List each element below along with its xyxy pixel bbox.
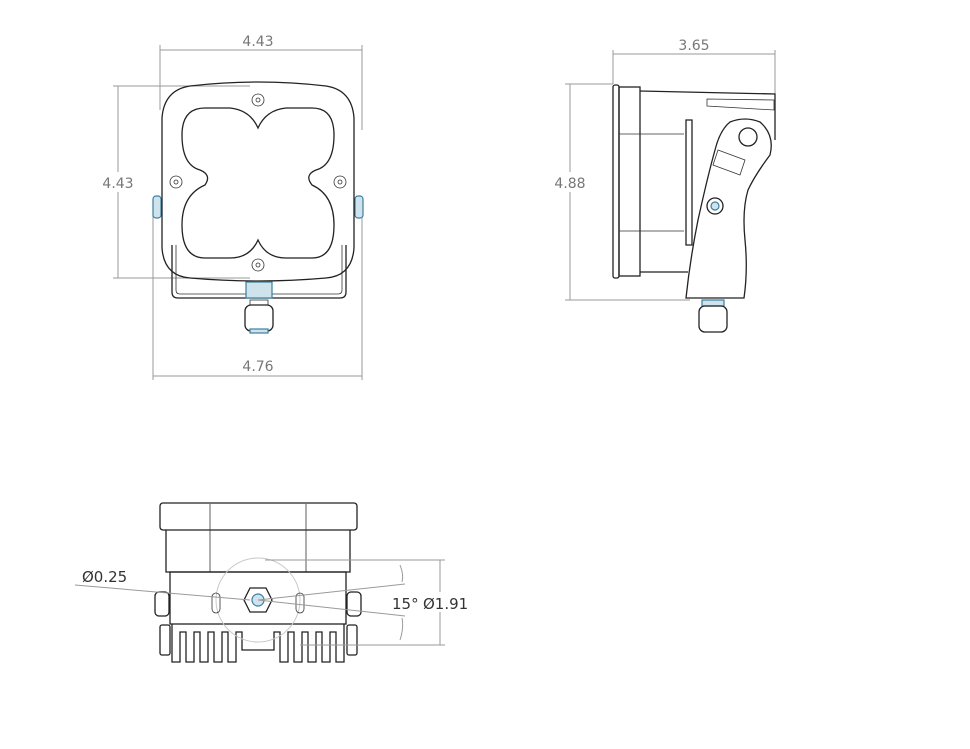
bolt-circle-label: Ø1.91	[423, 595, 468, 613]
bottom-view: Ø0.25 15° Ø1.91	[74, 502, 468, 663]
heat-sink-fins	[171, 624, 345, 663]
side-depth-label: 3.65	[678, 38, 709, 54]
side-view: 3.65 4.88	[552, 38, 776, 333]
mount-nut	[245, 281, 273, 299]
front-bottom-width-label: 4.76	[242, 359, 273, 375]
front-view: 4.43 4.43 4.76	[100, 34, 364, 380]
cable-gland	[244, 304, 274, 332]
hole-diameter-label: Ø0.25	[82, 568, 127, 586]
front-width-label: 4.43	[242, 34, 273, 50]
pivot-knob	[738, 127, 758, 147]
front-height-label: 4.43	[102, 176, 133, 192]
side-height-label: 4.88	[554, 176, 585, 192]
side-bolt-right	[354, 195, 364, 219]
side-bolt-left	[152, 195, 162, 219]
angle-label: 15°	[392, 595, 419, 613]
